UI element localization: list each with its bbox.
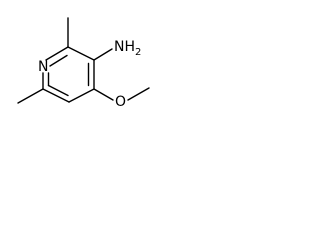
bond-c6-methyl: [17, 88, 44, 104]
atom-label-amine-subscript: 2: [135, 47, 141, 58]
atom-label-ring-nitrogen: N: [38, 59, 48, 75]
bond-n1-c2: [45, 46, 69, 61]
bond-c2-c3: [67, 46, 95, 61]
atom-label-amine-nh: NH: [114, 39, 135, 55]
atom-label-oxygen: O: [115, 94, 126, 110]
bond-n1-c2-inner: [49, 54, 68, 67]
bond-c5-c6: [42, 88, 70, 103]
bond-c3-amine: [93, 48, 113, 61]
structure-diagram: N NH2 O: [17, 17, 150, 110]
bond-oxygen-methyl: [127, 87, 150, 101]
bond-c5-c6-inner: [47, 84, 69, 97]
bond-c4-c5: [68, 88, 95, 103]
bond-c4-oxygen: [93, 88, 114, 101]
atom-label-amine: NH2: [114, 39, 141, 58]
